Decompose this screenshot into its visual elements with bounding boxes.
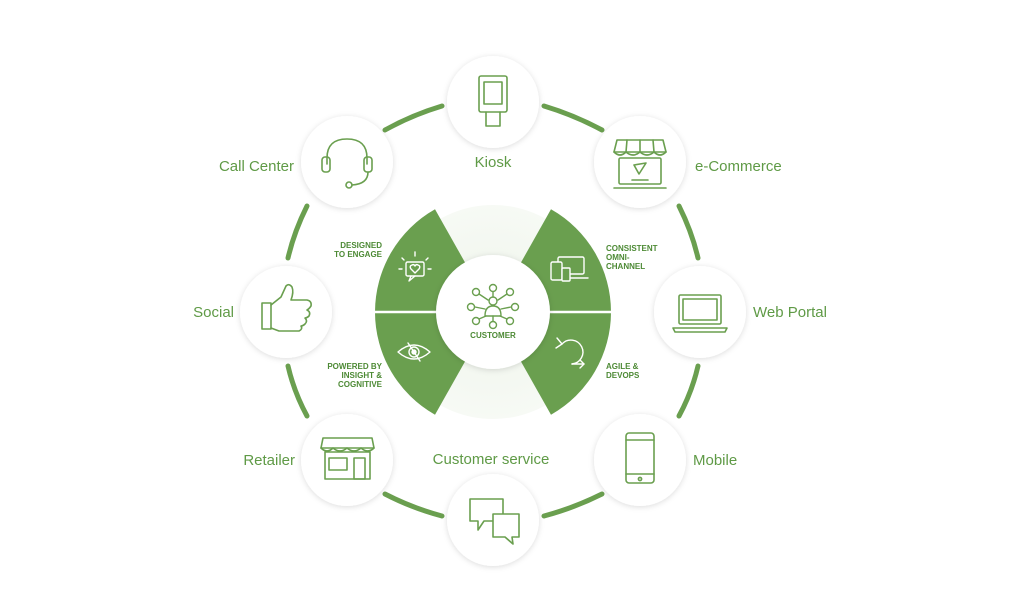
node-customer-service xyxy=(447,474,539,566)
label-web-portal: Web Portal xyxy=(753,304,827,321)
ring-arc xyxy=(382,491,445,519)
pillar-agile-line1: AGILE & xyxy=(606,362,639,371)
laptop-icon xyxy=(672,294,728,333)
pillar-agile-line2: DEVOPS xyxy=(606,371,640,380)
center-circle xyxy=(436,255,550,369)
eye-icon xyxy=(397,342,431,362)
network-people-icon xyxy=(466,283,520,330)
label-mobile: Mobile xyxy=(693,452,737,469)
ring-arc xyxy=(541,103,605,133)
label-ecommerce: e-Commerce xyxy=(695,158,782,175)
kiosk-icon xyxy=(478,75,508,127)
label-kiosk: Kiosk xyxy=(475,154,512,171)
devices-icon xyxy=(550,256,589,282)
label-social: Social xyxy=(193,304,234,321)
pillar-designed-line2: TO ENGAGE xyxy=(334,250,383,259)
node-web-portal xyxy=(654,266,746,358)
lightbulb-heart-icon xyxy=(398,251,432,282)
pillar-consistent-line2: OMNI- xyxy=(606,253,630,262)
node-call-center xyxy=(301,116,393,208)
pillar-powered-line2: INSIGHT & xyxy=(342,371,383,380)
pillar-designed-line1: DESIGNED xyxy=(340,241,382,250)
ring-arc xyxy=(285,203,310,261)
node-kiosk xyxy=(447,56,539,148)
ring-arc xyxy=(541,491,605,519)
headset-icon xyxy=(321,138,373,189)
ring-arc xyxy=(676,203,701,261)
store-icon xyxy=(320,437,375,480)
smartphone-icon xyxy=(625,432,655,484)
chat-bubbles-icon xyxy=(469,498,520,545)
node-social xyxy=(240,266,332,358)
pillar-designed: DESIGNED TO ENGAGE xyxy=(334,241,383,259)
outer-ring xyxy=(285,103,701,519)
ring-arc xyxy=(382,103,445,133)
pillar-powered-line1: POWERED BY xyxy=(327,362,382,371)
center-label: CUSTOMER xyxy=(470,331,516,340)
node-ecommerce xyxy=(594,116,686,208)
pillar-consistent-line1: CONSISTENT xyxy=(606,244,658,253)
label-retailer: Retailer xyxy=(243,452,295,469)
pillar-powered: POWERED BY INSIGHT & COGNITIVE xyxy=(327,362,382,389)
pillar-consistent: CONSISTENT OMNI- CHANNEL xyxy=(606,244,658,271)
thumbs-up-icon xyxy=(261,283,312,332)
pillar-agile: AGILE & DEVOPS xyxy=(606,362,640,380)
label-call-center: Call Center xyxy=(219,158,294,175)
ring-arc xyxy=(285,363,310,419)
node-retailer xyxy=(301,414,393,506)
storefront-laptop-icon xyxy=(613,139,667,189)
ring-arc xyxy=(676,363,701,419)
pillar-consistent-line3: CHANNEL xyxy=(606,262,645,271)
node-mobile xyxy=(594,414,686,506)
label-customer-service: Customer service xyxy=(433,451,550,468)
pillar-powered-line3: COGNITIVE xyxy=(338,380,383,389)
cycle-arrow-icon xyxy=(555,337,585,369)
